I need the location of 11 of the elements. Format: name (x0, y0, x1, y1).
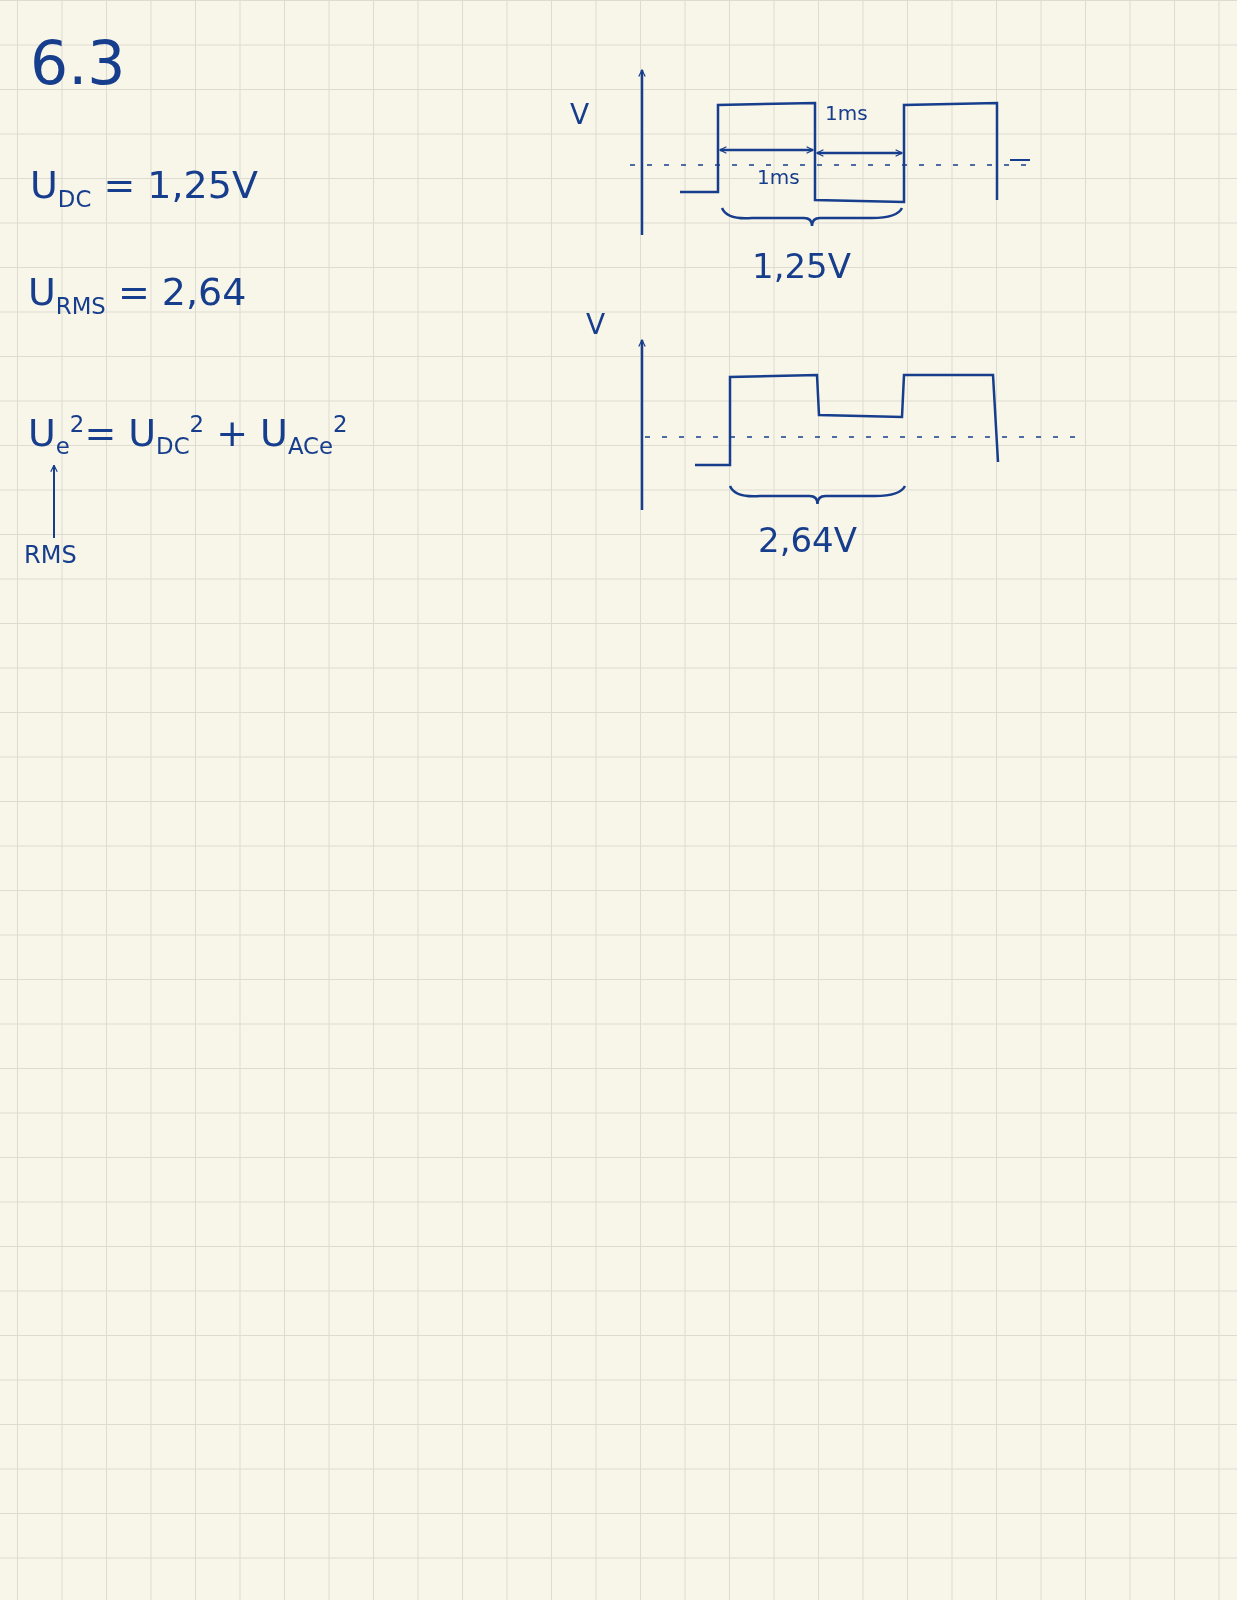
axis-label: V (586, 310, 606, 341)
heading: 6.3 (30, 30, 126, 96)
value-label: 2,64V (758, 522, 857, 560)
axis-label: V (570, 100, 590, 131)
arrow (50, 464, 58, 539)
dimension-label: 1ms (825, 102, 868, 124)
note-text: RMS (24, 542, 77, 569)
formula: U$_{RMS}$ = 2,64 (28, 272, 247, 319)
value-label: 1,25V (752, 248, 851, 286)
dimension-label: 1ms (757, 166, 800, 188)
formula: U$_{DC}$ = 1,25V (30, 165, 258, 212)
